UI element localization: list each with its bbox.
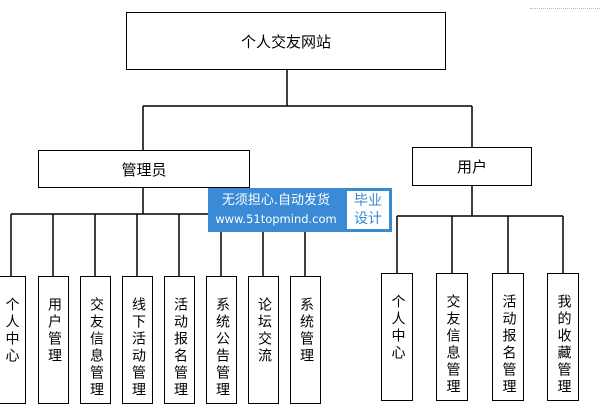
admin-child-label: 论坛交流 bbox=[256, 297, 272, 365]
admin-child-label: 系统公告管理 bbox=[214, 297, 230, 399]
page-corner-marker bbox=[530, 0, 600, 9]
admin-child-node: 系统公告管理 bbox=[206, 276, 237, 404]
admin-child-label: 线下活动管理 bbox=[130, 297, 146, 399]
watermark-text-block: 无须担心.自动发货 www.51topmind.com bbox=[208, 188, 344, 232]
user-node: 用户 bbox=[412, 147, 532, 186]
user-child-label: 个人中心 bbox=[389, 294, 406, 362]
watermark-line2: www.51topmind.com bbox=[215, 212, 337, 226]
admin-child-node: 论坛交流 bbox=[248, 276, 279, 404]
watermark-banner: 无须担心.自动发货 www.51topmind.com 毕业 设计 bbox=[208, 188, 392, 232]
user-child-label: 我的收藏管理 bbox=[555, 294, 572, 396]
admin-child-label: 活动报名管理 bbox=[172, 297, 188, 399]
watermark-badge: 毕业 设计 bbox=[347, 191, 389, 229]
user-child-node: 活动报名管理 bbox=[492, 273, 524, 401]
admin-child-label: 个人中心 bbox=[3, 297, 20, 365]
admin-node-label: 管理员 bbox=[121, 160, 167, 179]
user-child-label: 活动报名管理 bbox=[500, 294, 517, 396]
root-node: 个人交友网站 bbox=[126, 12, 446, 70]
user-node-label: 用户 bbox=[456, 158, 487, 176]
admin-child-node: 线下活动管理 bbox=[122, 276, 153, 404]
admin-child-label: 系统管理 bbox=[298, 297, 314, 365]
admin-child-label: 用户管理 bbox=[46, 297, 62, 365]
user-child-node: 交友信息管理 bbox=[436, 273, 468, 401]
watermark-badge-line1: 毕业 bbox=[354, 193, 382, 209]
admin-child-node: 系统管理 bbox=[290, 276, 321, 404]
watermark-badge-line2: 设计 bbox=[354, 211, 382, 227]
admin-child-node: 活动报名管理 bbox=[164, 276, 195, 404]
user-child-node: 我的收藏管理 bbox=[547, 273, 579, 401]
user-child-node: 个人中心 bbox=[381, 273, 413, 401]
user-child-label: 交友信息管理 bbox=[444, 294, 461, 396]
root-node-label: 个人交友网站 bbox=[240, 32, 331, 51]
admin-child-label: 交友信息管理 bbox=[88, 297, 104, 399]
watermark-line1: 无须担心.自动发货 bbox=[221, 193, 331, 208]
admin-child-node: 交友信息管理 bbox=[80, 276, 111, 404]
admin-node: 管理员 bbox=[38, 150, 250, 188]
admin-child-node: 个人中心 bbox=[0, 276, 26, 404]
admin-child-node: 用户管理 bbox=[38, 276, 69, 404]
